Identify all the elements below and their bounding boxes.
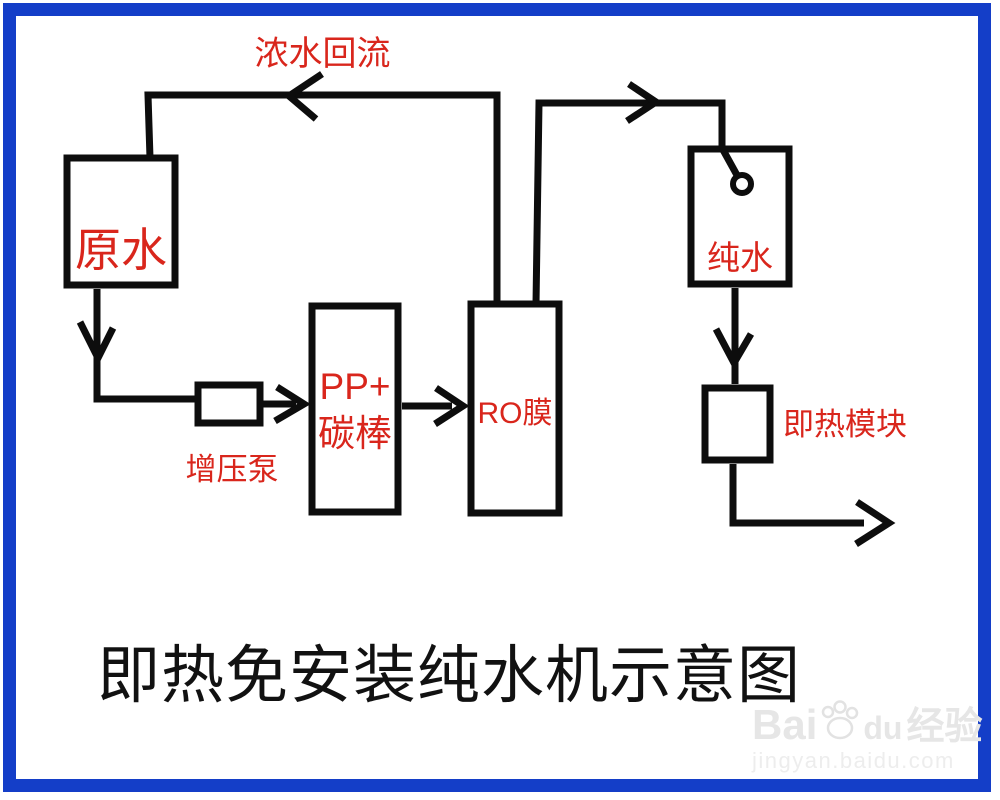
node-ro-membrane-box [467, 300, 563, 517]
watermark-brand: Bai du 经验 [752, 700, 982, 746]
arrow-down-icon [76, 320, 117, 366]
arrow-left-icon [283, 71, 324, 122]
raw-to-pump-line [93, 289, 195, 403]
pure-water-label: 纯水 [707, 239, 773, 276]
raw-water-label: 原水 [75, 224, 167, 276]
permeate-line [532, 99, 726, 305]
float-valve-icon [730, 172, 754, 196]
node-pure-water-box [687, 145, 793, 288]
concentrate-return-label: 浓水回流 [254, 35, 391, 73]
arrow-right-icon [273, 384, 311, 425]
concentrate-return-line [144, 91, 501, 304]
watermark-url: jingyan.baidu.com [752, 748, 955, 773]
heater-module-label: 即热模块 [783, 407, 907, 442]
node-heater-module-box [701, 384, 774, 464]
outlet-line [729, 464, 864, 527]
node-booster-pump-box [194, 381, 264, 427]
node-pp-carbon-box [308, 302, 402, 516]
node-raw-water-box [63, 154, 179, 289]
watermark-brand-prefix: Bai [752, 701, 818, 748]
pp-carbon-line2: 碳棒 [318, 413, 392, 455]
arrow-right-icon [625, 81, 663, 124]
pp-carbon-line1: PP+ [319, 366, 391, 407]
booster-pump-label: 增压泵 [185, 452, 279, 487]
paw-icon [822, 700, 859, 740]
diagram-title: 即热免安装纯水机示意图 [97, 641, 801, 711]
ro-membrane-label: RO膜 [477, 397, 553, 430]
float-valve-stem [718, 146, 742, 179]
watermark: Bai du 经验 jingyan.baidu.com [752, 700, 982, 774]
arrow-down-icon [712, 327, 755, 371]
watermark-brand-suffix: du [863, 709, 903, 746]
watermark-brand-cn: 经验 [906, 706, 983, 748]
blue-border-frame [3, 3, 991, 792]
pp-carbon-label: PP+ 碳棒 [309, 363, 401, 458]
arrow-right-icon [433, 385, 470, 427]
arrow-right-icon [854, 499, 896, 547]
